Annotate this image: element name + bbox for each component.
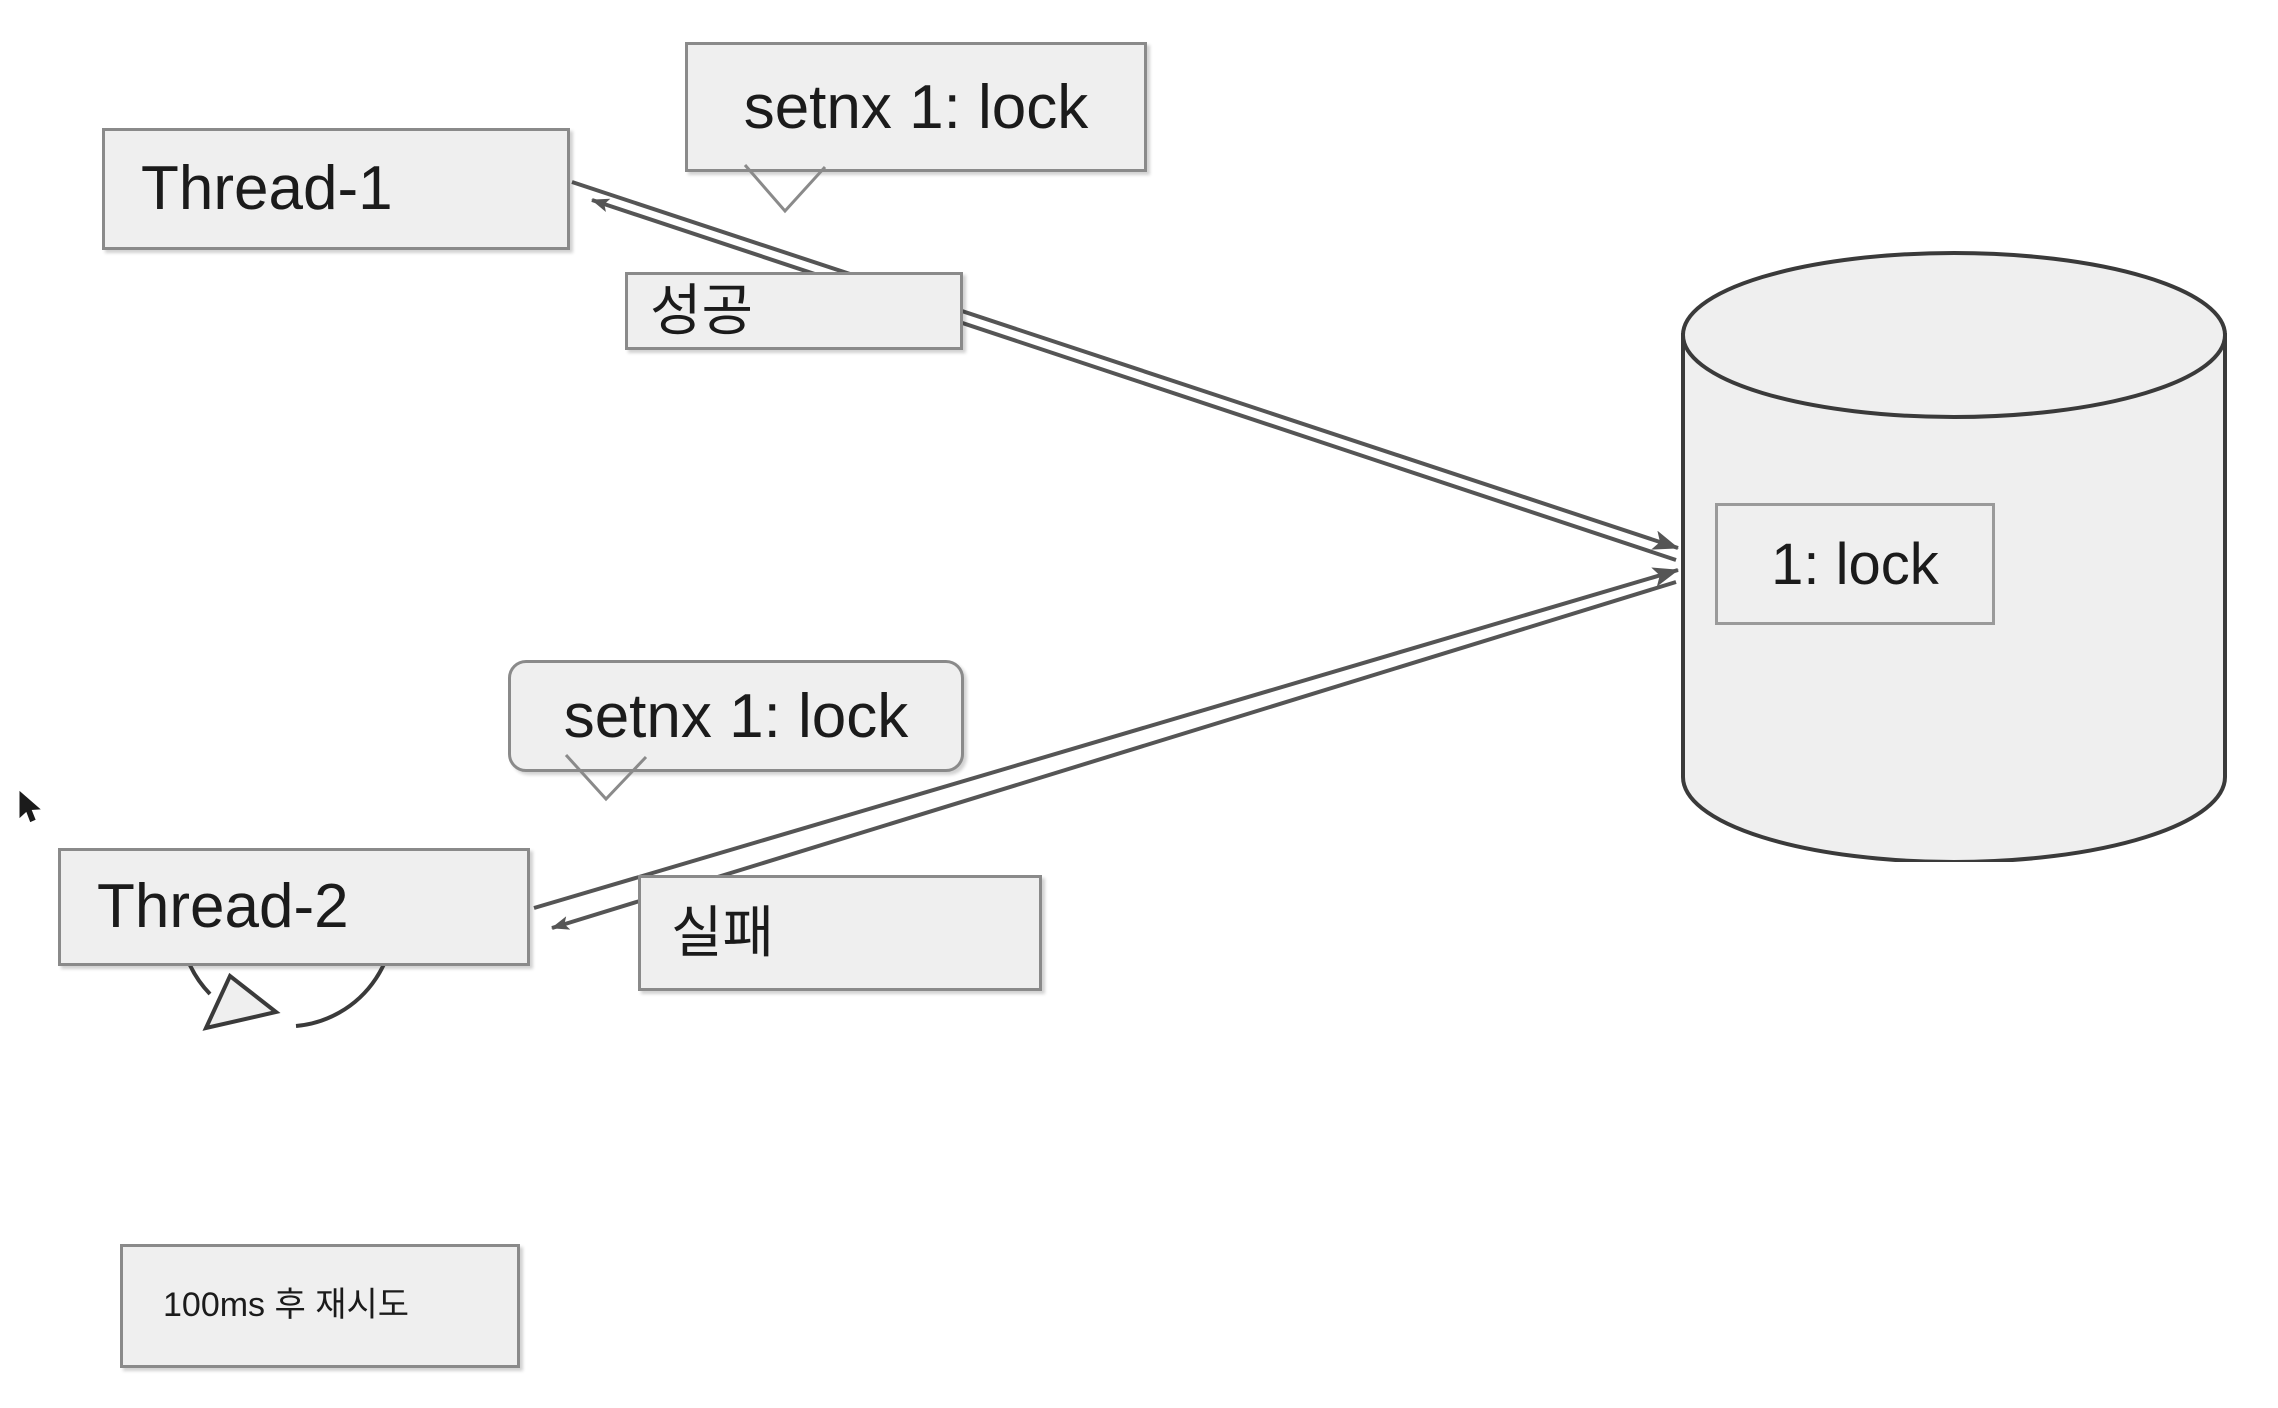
thread-2-node[interactable]: Thread-2 <box>58 848 530 966</box>
thread2-result-label: 실패 <box>638 875 1042 991</box>
cursor-arrow-icon <box>19 790 41 823</box>
thread-1-node[interactable]: Thread-1 <box>102 128 570 250</box>
edge-thread1-success-response <box>591 198 1677 562</box>
edge-thread1-setnx-request <box>571 180 1679 550</box>
circular-retry-arrow-icon <box>188 966 386 1031</box>
retry-note-box: 100ms 후 재시도 <box>120 1244 520 1368</box>
thread1-result-label: 성공 <box>625 272 963 350</box>
database-lock-entry: 1: lock <box>1715 503 1995 625</box>
thread1-setnx-callout: setnx 1: lock <box>685 42 1147 172</box>
thread1-setnx-callout-tail <box>743 164 827 214</box>
thread2-setnx-callout: setnx 1: lock <box>508 660 964 772</box>
